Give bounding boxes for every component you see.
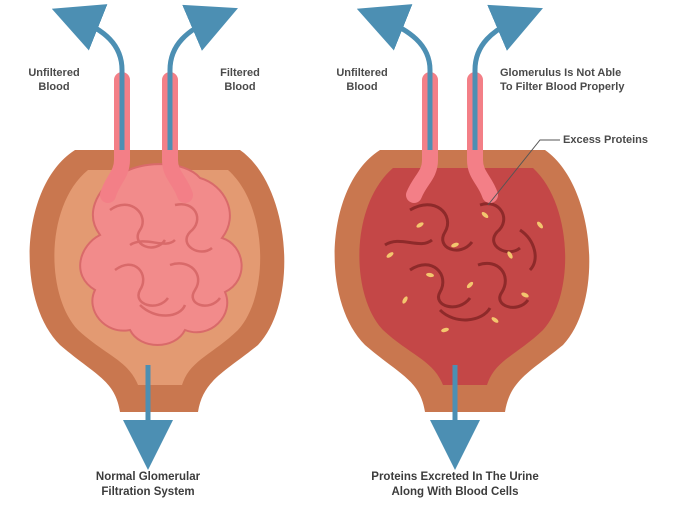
caption-normal: Normal Glomerular Filtration System <box>48 470 248 500</box>
caption-diseased: Proteins Excreted In The Urine Along Wit… <box>340 470 570 500</box>
label-line: Filtered <box>205 66 275 80</box>
label-line: Unfiltered <box>322 66 402 80</box>
caption-line: Proteins Excreted In The Urine <box>340 470 570 485</box>
label-line: Blood <box>14 80 94 94</box>
caption-line: Filtration System <box>48 485 248 500</box>
caption-line: Along With Blood Cells <box>340 485 570 500</box>
label-line: Blood <box>205 80 275 94</box>
caption-line: Normal Glomerular <box>48 470 248 485</box>
label-glomerulus-not-able: Glomerulus Is Not Able To Filter Blood P… <box>500 66 624 94</box>
label-unfiltered-blood-left: Unfiltered Blood <box>14 66 94 94</box>
label-line: Unfiltered <box>14 66 94 80</box>
label-line: Blood <box>322 80 402 94</box>
label-filtered-blood: Filtered Blood <box>205 66 275 94</box>
label-line: Glomerulus Is Not Able <box>500 66 624 80</box>
label-excess-proteins: Excess Proteins <box>563 133 648 147</box>
label-unfiltered-blood-right: Unfiltered Blood <box>322 66 402 94</box>
label-line: To Filter Blood Properly <box>500 80 624 94</box>
